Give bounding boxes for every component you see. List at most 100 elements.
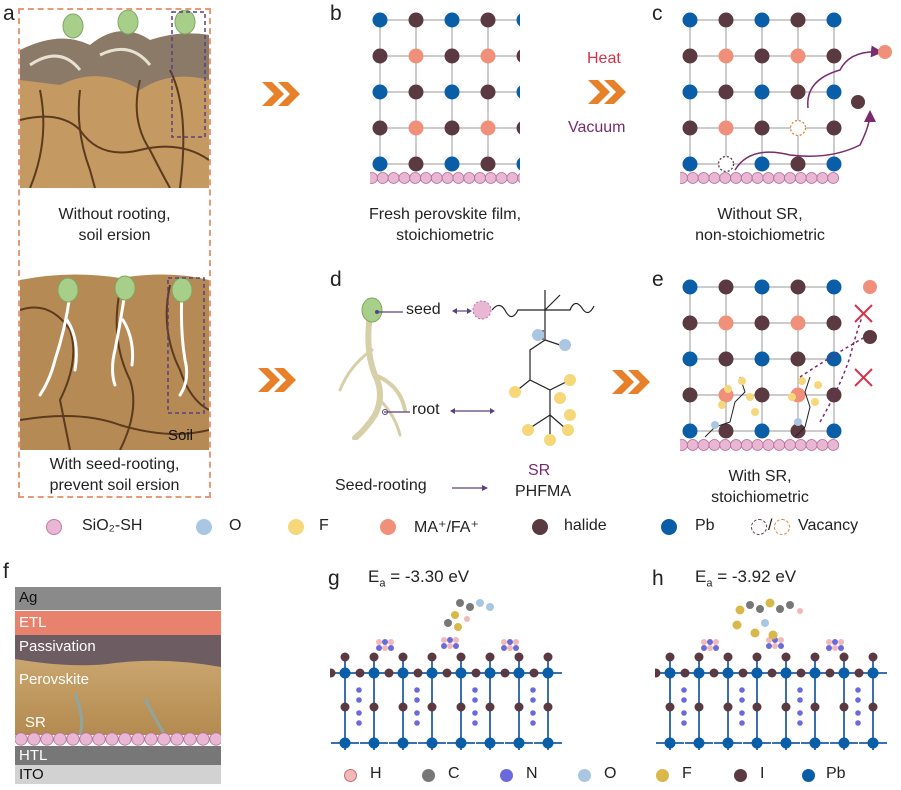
pb-atom [516,85,520,99]
dft-pb-atom [664,667,676,679]
chevron-arrow-icon-top [262,82,300,106]
layer-htl [15,746,221,765]
panel-a-bottom-caption-line1: With seed-rooting, [49,456,180,473]
dft-molecule-atom [466,603,474,611]
chevron-arrow-icon-heat [588,80,626,104]
dft-surface-cation [701,639,707,645]
legend-pb-label: Pb [695,517,715,534]
panel-c-caption-line2: non-stoichiometric [695,227,825,244]
sio2-bead [708,172,721,184]
atom-legend-i-label: I [760,765,765,782]
dft-pb-atom [484,667,496,679]
escaped-ma-ion [878,45,892,59]
panel-g-ea-value: = -3.30 eV [385,567,470,586]
dft-surface-cation [507,639,513,645]
atom-legend-f-marker [656,769,669,782]
dft-pb-atom [426,737,438,749]
dft-n-atom [472,697,478,703]
sio2-bead [805,439,818,451]
atom-legend-n-label: N [526,765,538,782]
sio2-bead [420,172,432,184]
dft-i-atom [340,702,350,712]
sr-label: SR [528,462,551,479]
phfma-molecule [472,290,595,446]
dft-n-atom [414,697,420,703]
sr-bead [15,732,28,746]
pb-atom [682,279,698,295]
dft-i-atom [456,702,466,712]
sio2-bead [430,172,443,184]
dft-i-atom [355,668,365,678]
sio2-bead [495,172,508,184]
ma-cation [408,48,424,64]
legend-ma-marker [380,519,396,535]
panel-h-ea-value: = -3.92 eV [712,567,797,586]
dft-surface-cation [826,645,832,651]
species-legend: SiO₂-SH O F MA⁺/FA⁺ halide Pb / Vacancy [0,516,901,540]
dft-surface-cation [507,645,513,651]
dft-surface-cation [832,645,838,651]
dft-surface-cation [382,639,388,645]
pb-atom [754,156,770,172]
dft-i-atom [694,652,704,662]
halide-atom [754,387,770,403]
dft-i-atom [839,652,849,662]
sr-bead [183,732,197,746]
sr-bead [144,732,158,746]
halide-atom [516,121,520,135]
sio2-bead [686,439,699,451]
pb-atom [372,156,388,172]
blocked-halide-ion [863,330,877,344]
perovskite-texture [15,659,221,735]
layer-htl-label: HTL [19,747,48,764]
dft-i-atom [752,702,762,712]
ma-cation [408,120,424,136]
sr-bead [118,732,132,746]
dft-pb-atom [809,667,821,679]
halide-atom [826,48,842,64]
dft-molecule-atom [476,599,484,607]
sio2-bead [719,439,732,451]
dft-molecule-atom [451,611,459,619]
dft-i-atom [723,652,733,662]
dft-i-atom [500,668,510,678]
dft-i-atom [514,702,524,712]
dft-n-atom [739,710,745,716]
dft-surface-cation [826,639,832,645]
dft-pb-atom [397,737,409,749]
sio2-bead [762,439,775,451]
dft-molecule-atom [464,616,470,622]
dft-i-atom [485,652,495,662]
dft-pb-atom [513,737,525,749]
dft-molecule-atom [761,619,769,627]
panel-g-ea-sub: a [379,577,386,590]
dft-i-atom [655,668,661,678]
dft-i-atom [868,702,878,712]
sio2-bead [784,439,796,451]
dft-n-atom [681,720,687,726]
sio2-bead [751,172,764,184]
dft-surface-cation [701,645,707,651]
sio2-bead [441,172,454,184]
dft-n-atom [414,687,420,693]
dft-i-atom [781,702,791,712]
halide-atom [718,84,734,100]
sio2-bead [794,439,807,451]
pb-atom [826,84,842,100]
halide-atom [408,156,424,172]
dft-surface-cation [707,639,713,645]
panel-g-adsorption-energy: Ea = -3.30 eV [368,567,469,589]
dft-n-atom [530,687,536,693]
dft-i-atom [427,702,437,712]
sr-bead [131,732,145,746]
pb-atom [754,84,770,100]
dft-surface-cation [501,639,507,645]
dft-i-atom [796,668,806,678]
seed-rooting-arrow [452,485,488,491]
seed-link-arrow [452,308,472,314]
dft-surface-cation [713,645,719,651]
panel-h-ea-prefix: E [695,567,707,586]
layer-perovskite-label: Perovskite [19,671,90,688]
dft-n-atom [681,697,687,703]
dft-i-atom [680,668,690,678]
